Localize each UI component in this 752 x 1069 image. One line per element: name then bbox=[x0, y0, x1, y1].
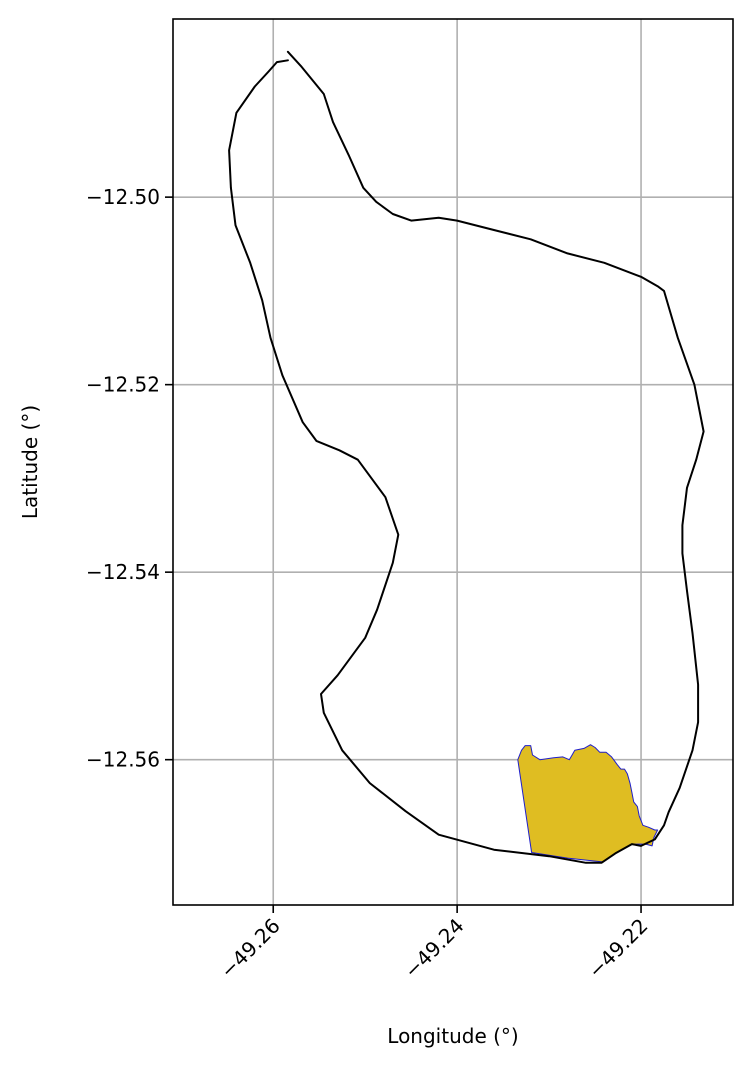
y-tick-label: −12.56 bbox=[86, 748, 160, 772]
grid-lines bbox=[173, 19, 733, 905]
x-axis-label: Longitude (°) bbox=[387, 1024, 518, 1048]
y-tick-label: −12.52 bbox=[86, 373, 160, 397]
plot-data bbox=[228, 50, 705, 864]
highlighted-area-polygon bbox=[517, 744, 659, 863]
y-axis-label: Latitude (°) bbox=[18, 405, 42, 519]
plot-frame bbox=[172, 18, 734, 906]
boundary-outline bbox=[228, 50, 705, 864]
y-tick-label: −12.50 bbox=[86, 185, 160, 209]
y-tick-label: −12.54 bbox=[86, 560, 160, 584]
